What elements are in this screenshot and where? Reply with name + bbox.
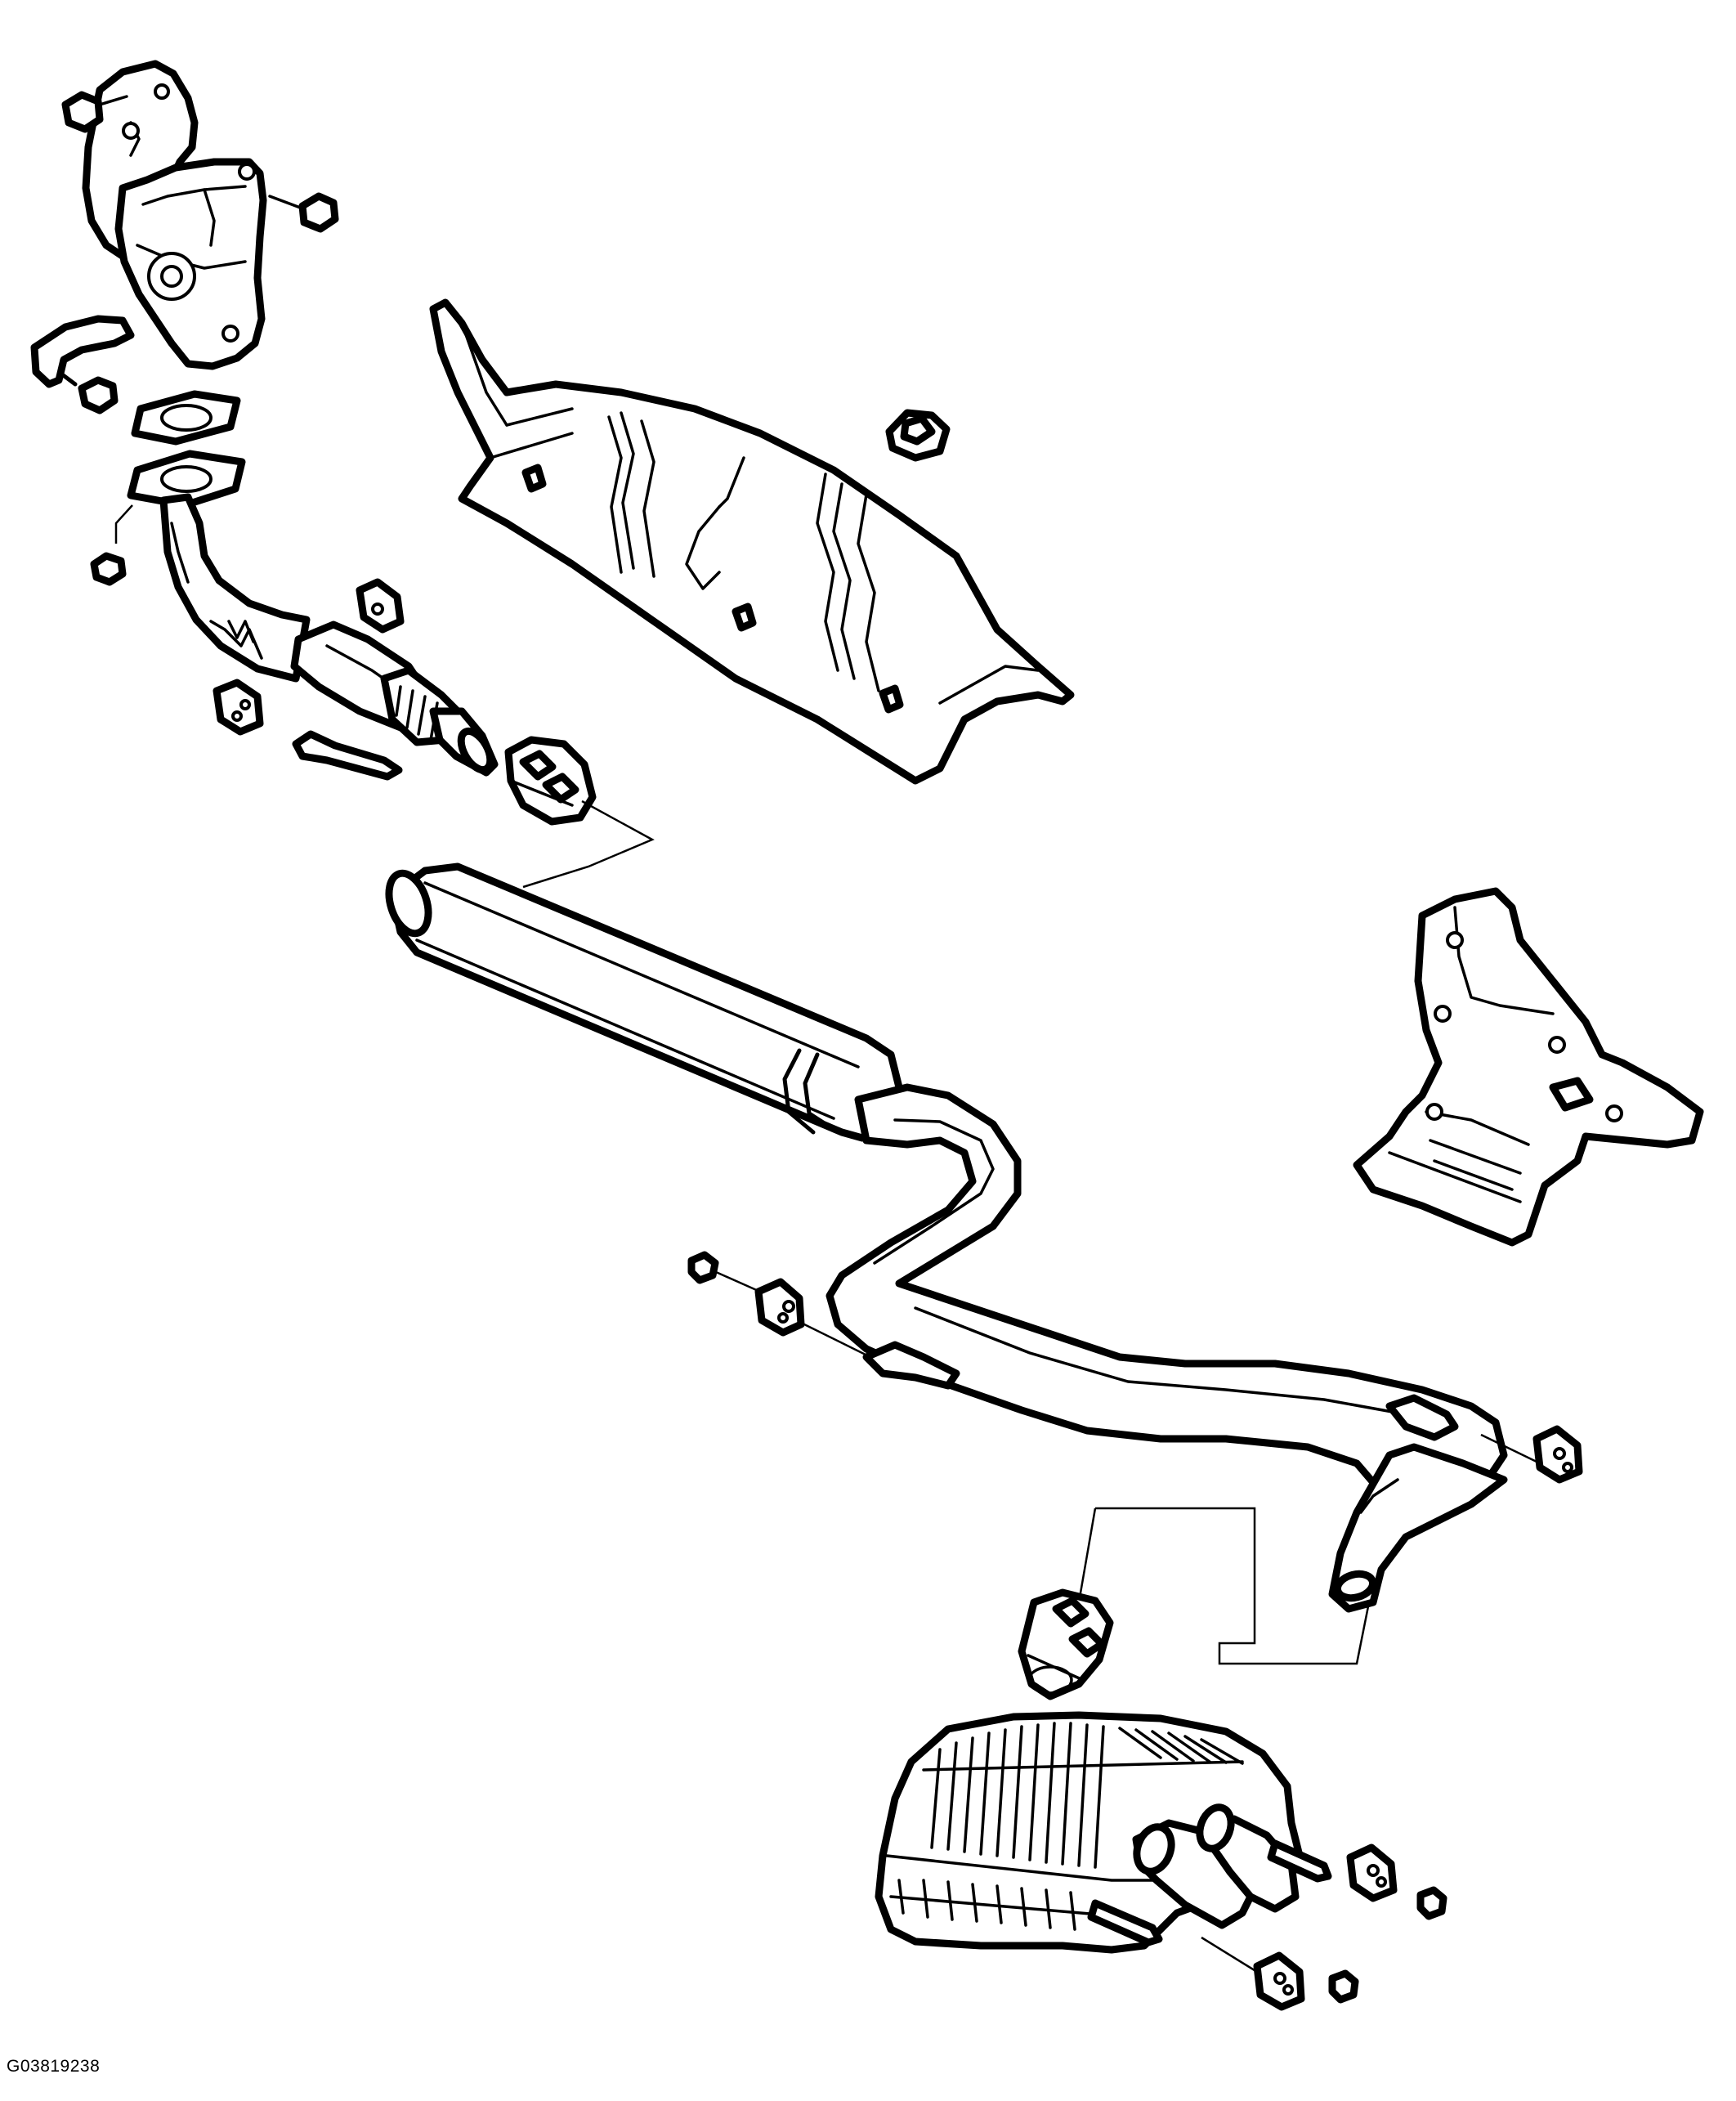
tunnel-heat-shield (429, 298, 1075, 785)
clamp-rear (1018, 1588, 1114, 1700)
rubber-hanger-silencer-lower (1201, 1936, 1305, 2011)
rear-heat-shield (1353, 887, 1704, 1247)
rear-silencer (875, 1711, 1332, 1954)
nut-right-of-shield (268, 192, 339, 233)
rubber-hanger-silencer-right (1346, 1843, 1398, 1902)
manifold-heat-shield (30, 60, 267, 388)
pipe-tail-rear (1328, 1443, 1508, 1613)
clamp-front (504, 736, 655, 889)
gasket-lower (127, 450, 246, 509)
rubber-hanger-rear-right (1480, 1425, 1583, 1484)
shield-nut (885, 409, 951, 462)
figure-id-label: G03819238 (7, 2057, 101, 2076)
rubber-hanger-front-lower (213, 679, 264, 736)
lead-lines-rear (1077, 1507, 1371, 1665)
center-muffler (385, 862, 903, 1142)
nut-silencer-right (1416, 1886, 1447, 1920)
gasket-upper (131, 390, 241, 446)
rubber-hanger-mid (754, 1278, 871, 1359)
nut-silencer-lower (1328, 1969, 1359, 2004)
front-pipe-catalytic-converter (159, 493, 499, 781)
nut-top (61, 91, 128, 133)
flange-nut (90, 504, 133, 586)
rubber-hanger-front-upper (356, 578, 405, 634)
nut-mid-left (687, 1251, 761, 1293)
bolt-lower-left (60, 372, 119, 414)
